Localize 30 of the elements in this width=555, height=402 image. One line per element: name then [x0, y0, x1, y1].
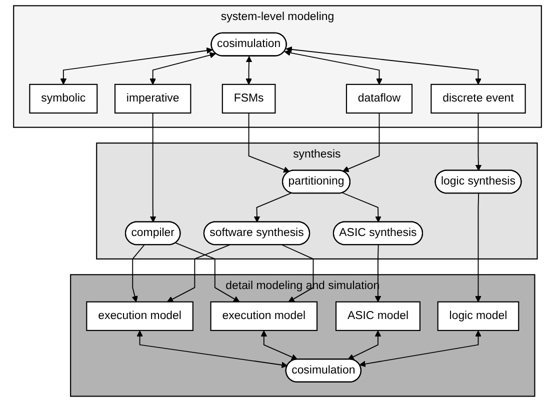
arrow [342, 192, 382, 222]
node-box: FSMs [222, 84, 276, 114]
arrow [348, 330, 382, 360]
node-box: logic model [437, 301, 520, 331]
arrow [284, 50, 382, 85]
node-box: execution model [86, 301, 194, 331]
arrow [132, 244, 145, 302]
arrow [260, 330, 298, 360]
node-box: dataflow [346, 84, 413, 114]
arrow [136, 330, 288, 368]
arrow [150, 52, 216, 85]
arrow [254, 192, 292, 222]
arrow [246, 56, 252, 85]
arrow [60, 47, 213, 85]
node-box: ASIC model [335, 301, 420, 331]
node-box: imperative [114, 84, 192, 114]
arrow [150, 112, 156, 222]
arrow [166, 244, 230, 302]
arrow [475, 193, 482, 302]
arrow [175, 242, 240, 302]
arrow [359, 330, 482, 368]
arrow [282, 244, 314, 302]
arrow [342, 112, 380, 172]
arrow [374, 244, 382, 302]
node-box: execution model [210, 301, 318, 331]
arrow [475, 112, 482, 171]
arrow [248, 112, 290, 173]
node-box: symbolic [29, 84, 98, 114]
arrow [286, 46, 482, 85]
node-box: discrete event [430, 84, 526, 114]
